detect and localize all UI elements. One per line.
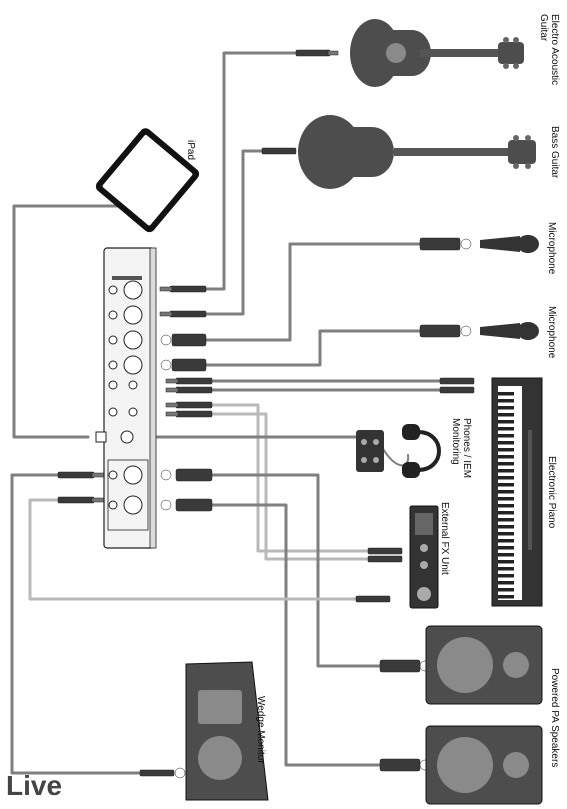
piano-black-key [498, 490, 514, 494]
label-phones-iem: Phones / IEM Monitoring [450, 418, 472, 479]
piano-black-key [498, 406, 514, 410]
ipad-usb-cable [12, 204, 122, 439]
piano-black-key [498, 595, 514, 599]
wedge-cable [10, 473, 142, 775]
label-external-fx: External FX Unit [439, 502, 450, 575]
diagram-title: Live [6, 770, 63, 801]
bass-guitar-cable [204, 149, 264, 316]
label-powered-pa: Powered PA Speakers [549, 668, 560, 768]
cables [10, 51, 442, 775]
piano-black-key [498, 427, 514, 431]
mic1-xlr [419, 237, 472, 251]
piano-black-key [498, 553, 514, 557]
piano-black-key [498, 539, 514, 543]
piano-black-key [498, 560, 514, 564]
piano-black-key [498, 483, 514, 487]
pa-top-xlr [379, 659, 431, 673]
mixer [95, 247, 157, 549]
label-wedge-monitor: Wedge Monitor [255, 696, 266, 764]
label-electronic-piano: Electronic Piano [546, 456, 557, 529]
headphones-icon [402, 424, 441, 478]
piano-black-key [498, 448, 514, 452]
pa-bottom-cable [210, 503, 382, 767]
external-fx-unit-icon [409, 505, 439, 609]
wedge-monitor-icon [185, 661, 269, 801]
connectors [57, 49, 475, 779]
electro-guitar-cable [204, 51, 302, 291]
piano-black-key [498, 441, 514, 445]
piano-black-key [498, 420, 514, 424]
wedge-jack [139, 767, 186, 779]
mic2-cable [204, 329, 422, 367]
label-bass-guitar: Bass Guitar [549, 126, 560, 179]
piano-black-key [498, 413, 514, 417]
piano-black-key [498, 455, 514, 459]
jack-plug-4 [165, 386, 213, 394]
piano-black-key [498, 434, 514, 438]
xlr-out-2 [160, 498, 213, 512]
piano-black-key [498, 525, 514, 529]
electro-acoustic-guitar-icon [350, 19, 524, 87]
pa-top-cable [210, 473, 382, 668]
mic2-xlr [419, 324, 472, 338]
ipad [95, 128, 200, 233]
piano-black-key [498, 469, 514, 473]
piano-black-key [498, 532, 514, 536]
bass-guitar-icon [298, 115, 536, 189]
piano-black-key [498, 581, 514, 585]
fx-jack-b [367, 555, 403, 563]
xlr-plug-2 [160, 358, 207, 372]
piano-black-key [498, 588, 514, 592]
jack-plug-6 [165, 410, 213, 418]
piano-black-key [498, 476, 514, 480]
piano-black-key [498, 546, 514, 550]
jack-plug-3 [165, 377, 213, 385]
pa-bottom-xlr [379, 758, 431, 772]
piano-black-key [498, 511, 514, 515]
fx-cable-a [210, 403, 372, 553]
piano-jack-l [439, 377, 475, 385]
jack-plug-2 [159, 310, 207, 318]
phones-cable-to-headphones [381, 446, 410, 467]
piano-black-key [498, 497, 514, 501]
fx-jack-a [367, 547, 403, 555]
piano-black-key [498, 574, 514, 578]
jack-plug-1 [159, 285, 207, 293]
jack-fx-return [57, 496, 105, 504]
guitar-jack [295, 49, 339, 57]
xlr-out-1 [160, 468, 213, 482]
piano-black-key [498, 392, 514, 396]
mic1-cable [204, 242, 422, 342]
fx-return-cable [28, 498, 358, 601]
pa-speaker-top-icon [425, 625, 543, 705]
xlr-plug-1 [160, 333, 207, 347]
jack-wedge [57, 471, 105, 479]
jack-plug-5 [165, 401, 213, 409]
label-electro-acoustic-guitar: Electro Acoustic Guitar [538, 14, 560, 86]
fx-return-jack [355, 595, 391, 603]
label-microphone-1: Microphone [546, 222, 557, 275]
piano-black-key [498, 462, 514, 466]
piano-black-key [498, 504, 514, 508]
piano-black-key [498, 567, 514, 571]
piano-black-key [498, 518, 514, 522]
piano-black-key [498, 399, 514, 403]
label-microphone-2: Microphone [546, 306, 557, 359]
piano-jack-r [439, 386, 475, 394]
pa-speaker-bottom-icon [425, 725, 543, 805]
microphone-2-icon [480, 322, 539, 340]
bass-jack [261, 147, 297, 155]
iem-box-icon [356, 430, 384, 472]
electronic-piano-icon [491, 377, 543, 607]
label-ipad: iPad [185, 140, 196, 161]
microphone-1-icon [480, 235, 539, 253]
